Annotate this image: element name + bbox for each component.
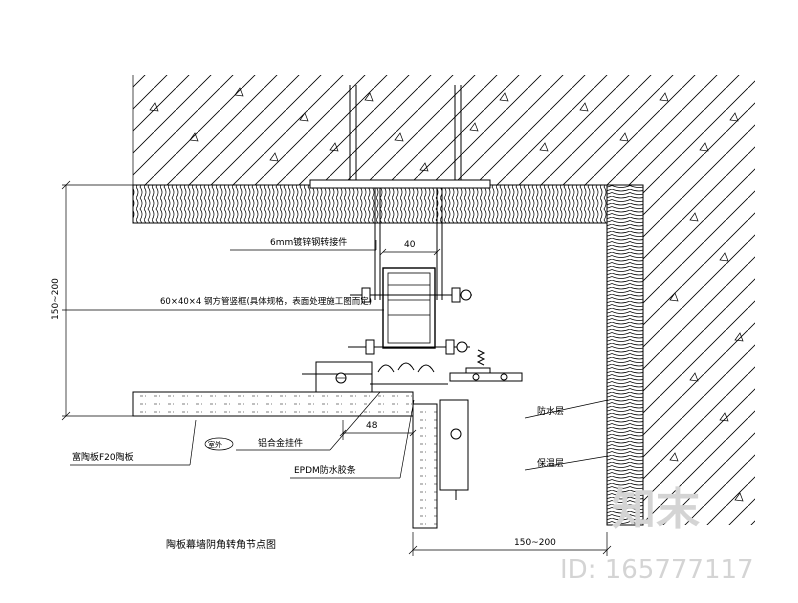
aggregate-mark: [329, 142, 339, 152]
dim-width-40: [379, 248, 441, 256]
drawing-title: 陶板幕墙阴角转角节点图: [166, 538, 276, 551]
label-steel-tube: 60×40×4 钢方管竖框(具体规格，表面处理施工图而定): [160, 296, 372, 307]
bolt-upper: [350, 287, 472, 303]
aggregate-mark: [469, 122, 479, 132]
concrete-wall-right: [643, 75, 755, 525]
room-ellipse: [204, 437, 234, 451]
aggregate-mark: [734, 492, 744, 502]
dim-horizontal: [408, 532, 612, 556]
label-steel-plate: 6mm镀锌钢转接件: [270, 236, 347, 248]
insulation-layer-top: [132, 184, 644, 224]
aggregate-mark: [499, 92, 509, 102]
aggregate-mark: [394, 132, 404, 142]
label-epdm: EPDM防水胶条: [294, 464, 356, 476]
anchor-bolts: [309, 85, 491, 189]
aggregate-mark: [699, 142, 709, 152]
aggregate-mark: [579, 102, 589, 112]
ceramic-panel-horizontal: [132, 391, 414, 417]
ceramic-panel-vertical: [412, 403, 438, 529]
dim-48-text: 48: [366, 421, 378, 431]
dim-vertical: [61, 180, 133, 421]
alloy-bracket-vertical: [439, 399, 469, 500]
aggregate-mark: [269, 152, 279, 162]
leader-lines: [62, 240, 609, 479]
aggregate-mark: [669, 292, 679, 302]
dim-40-text: 40: [404, 240, 416, 250]
dim-vertical-text: 150~200: [51, 278, 61, 320]
dim-width-48: [339, 420, 417, 440]
spring-fastener: [465, 349, 491, 375]
bolt-lower: [348, 339, 470, 355]
aggregate-mark: [719, 252, 729, 262]
concrete-aggregate: [149, 87, 744, 502]
aggregate-mark: [234, 87, 244, 97]
label-waterproof: 防水层: [537, 405, 564, 417]
aggregate-mark: [299, 112, 309, 122]
aggregate-mark: [689, 372, 699, 382]
aggregate-mark: [189, 132, 199, 142]
aggregate-mark: [689, 212, 699, 222]
watermark-brand: 知末: [612, 484, 700, 535]
concrete-wall-top: [132, 75, 643, 185]
aggregate-mark: [669, 452, 679, 462]
aggregate-mark: [539, 142, 549, 152]
steel-connector-plate: [374, 188, 443, 300]
label-panel: 富陶板F20陶板: [72, 451, 134, 463]
aggregate-mark: [719, 412, 729, 422]
dim-horizontal-text: 150~200: [514, 538, 556, 548]
aggregate-mark: [619, 132, 629, 142]
label-room: 室外: [208, 440, 222, 449]
aggregate-mark: [734, 332, 744, 342]
aggregate-mark: [729, 112, 739, 122]
steel-tube-mullion: [382, 267, 436, 349]
aggregate-mark: [419, 162, 429, 172]
insulation-layer-right: [606, 184, 644, 526]
epdm-clips: [370, 362, 448, 385]
alloy-bracket-left: [302, 361, 373, 397]
label-insulation: 保温层: [537, 457, 564, 469]
aggregate-mark: [149, 102, 159, 112]
label-alloy-piece: 铝合金挂件: [258, 437, 303, 449]
alloy-bracket-right: [449, 372, 523, 382]
aggregate-mark: [659, 92, 669, 102]
aggregate-mark: [364, 92, 374, 102]
watermark-id: ID: 165777117: [560, 555, 754, 585]
